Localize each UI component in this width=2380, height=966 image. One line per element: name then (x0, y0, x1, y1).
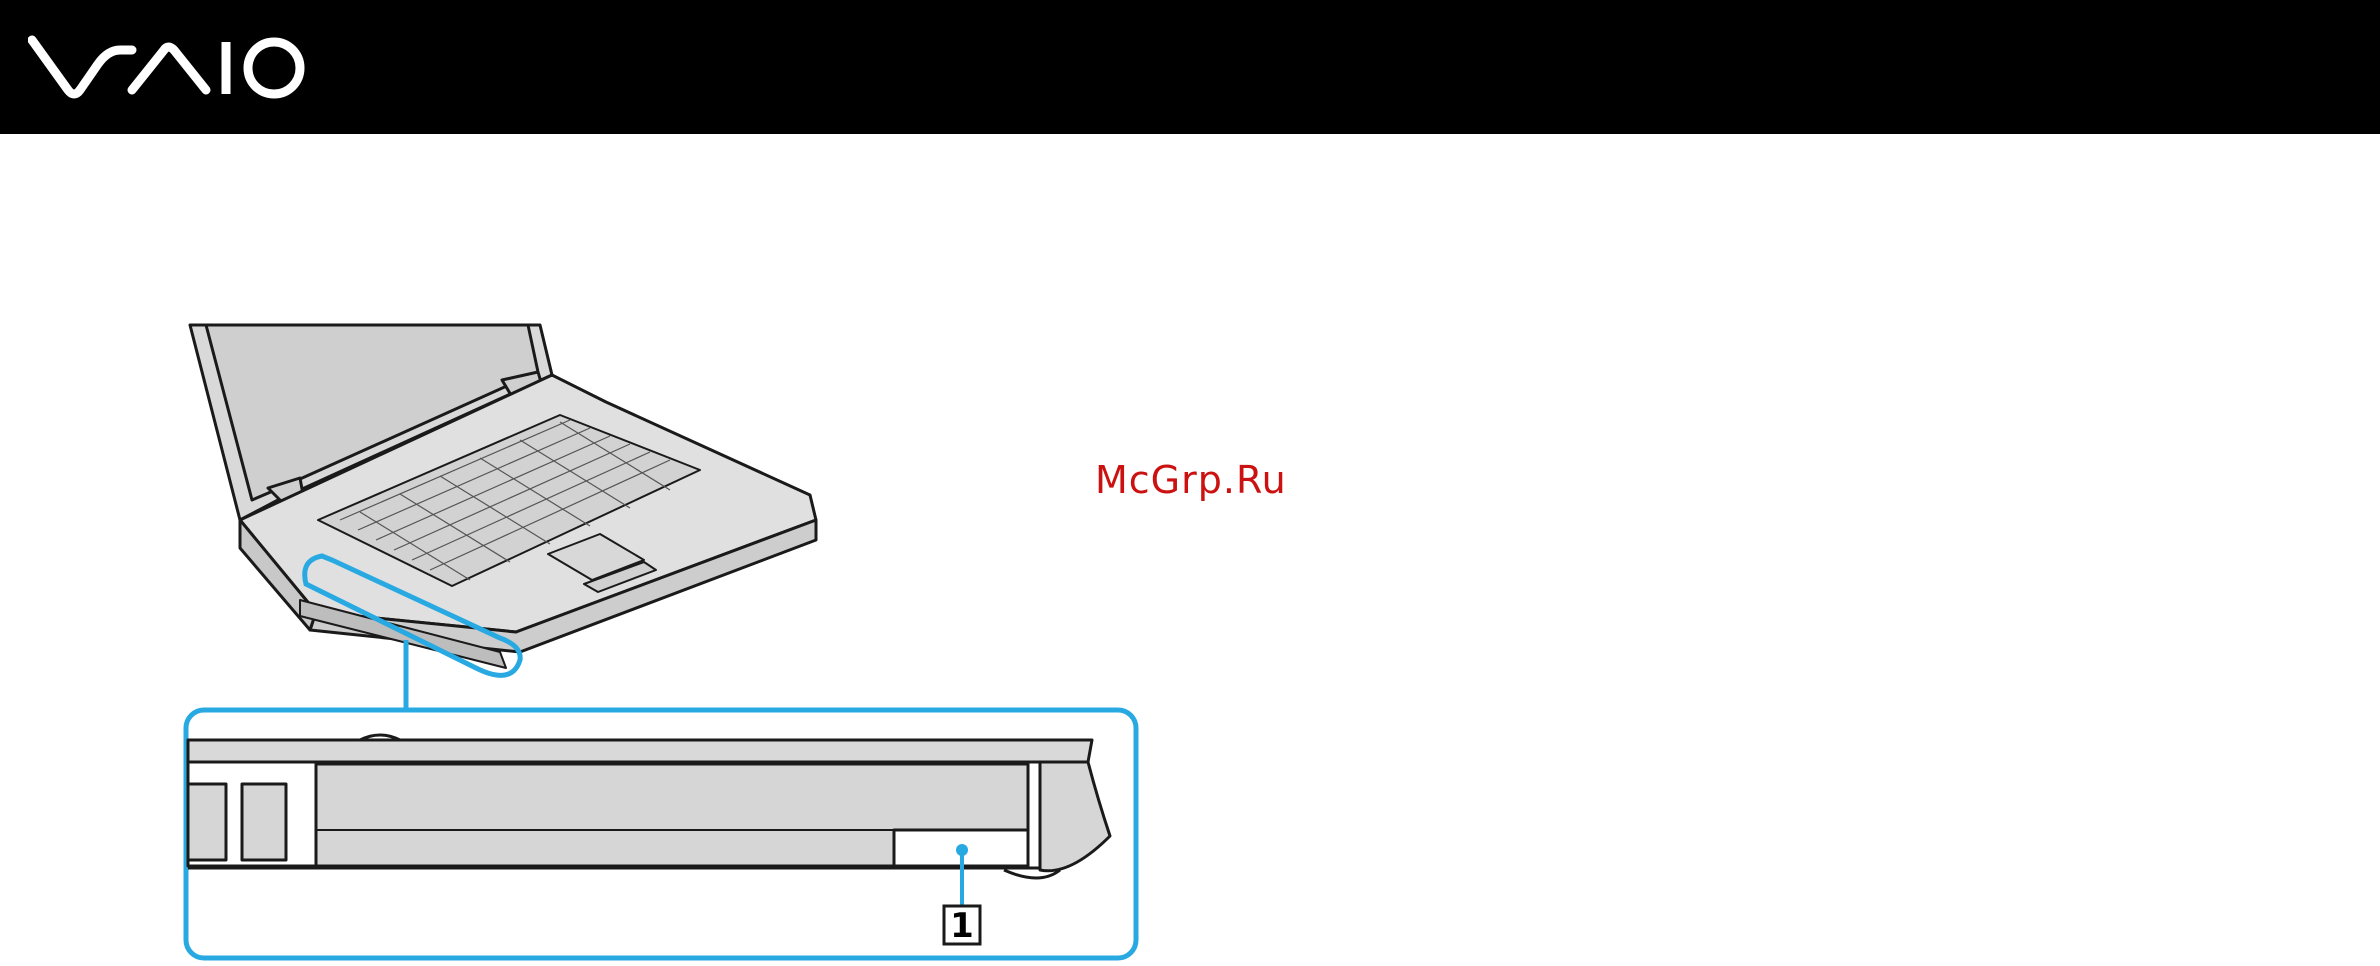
callout-label-1: 1 (950, 906, 974, 946)
detail-drive-side (188, 735, 1110, 878)
laptop-overview (190, 325, 816, 668)
